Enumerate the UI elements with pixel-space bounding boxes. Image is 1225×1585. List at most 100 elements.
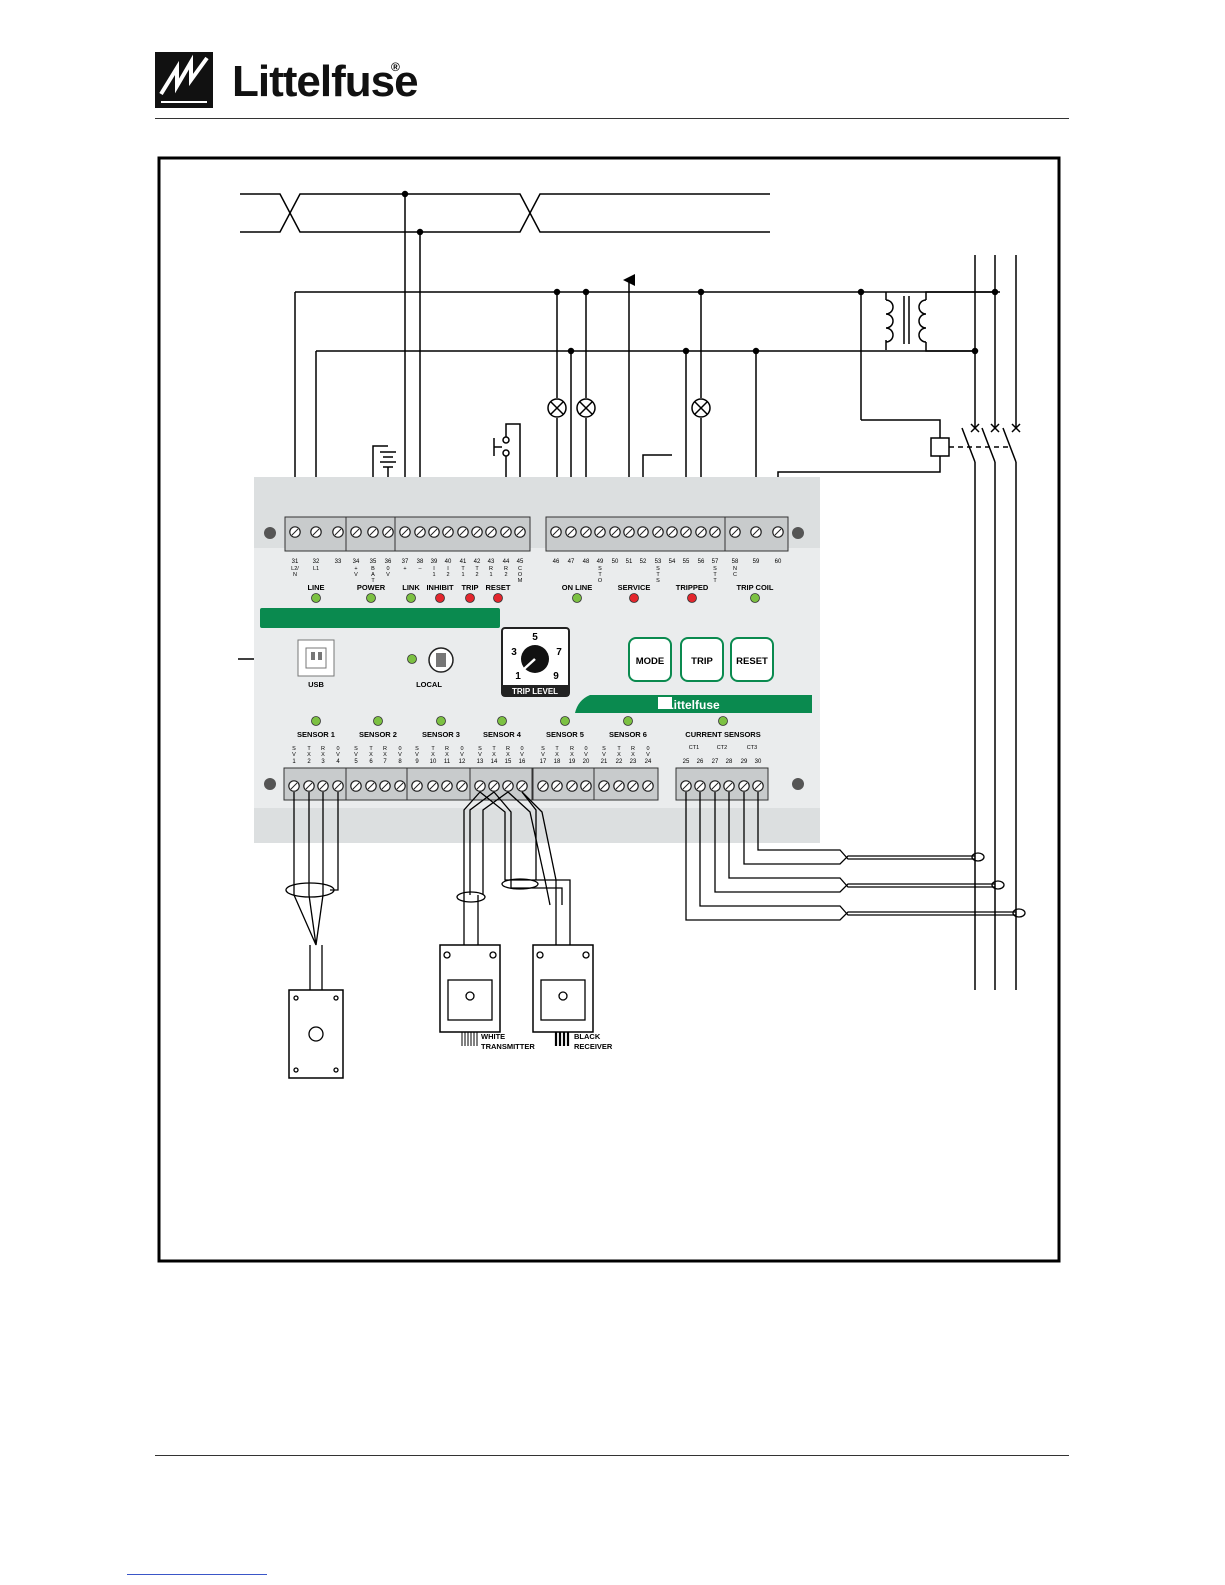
mounting-screws <box>264 527 804 790</box>
bottom-terminal-number: 22 <box>616 759 623 765</box>
panel-green-band-left <box>260 608 500 628</box>
bottom-terminal-number: 12 <box>459 759 466 765</box>
bottom-terminal-number: 21 <box>601 759 608 765</box>
led-local <box>407 654 417 664</box>
top-terminal-number: 31 <box>292 559 299 565</box>
sensor4-cables <box>439 791 594 1046</box>
top-terminal-sublabel: 0 <box>386 566 389 572</box>
sensor-pin-letter: T <box>369 746 373 752</box>
bottom-terminal-number: 6 <box>369 759 373 765</box>
bottom-terminal-number: 17 <box>540 759 547 765</box>
sensor-pin-letter: X <box>506 752 510 758</box>
svg-text:SENSOR 4: SENSOR 4 <box>483 730 522 739</box>
label-inhibit: INHIBIT <box>426 583 454 592</box>
sensor-pin-letter: R <box>383 746 387 752</box>
top-terminal-number: 44 <box>503 559 510 565</box>
sensor-pin-letter: S <box>292 746 296 752</box>
top-terminal-number: 59 <box>753 559 760 565</box>
top-terminal-sublabel: + <box>354 566 357 572</box>
sensor-pin-letter: 0 <box>584 746 587 752</box>
label-trip: TRIP <box>461 583 478 592</box>
led-service <box>629 593 639 603</box>
trip-button[interactable]: TRIP <box>680 637 724 682</box>
top-terminal-sublabel: I <box>433 566 435 572</box>
label-on-line: ON LINE <box>562 583 592 592</box>
top-terminal-number: 38 <box>417 559 424 565</box>
led-trip-coil <box>750 593 760 603</box>
led-link <box>406 593 416 603</box>
top-terminal-sublabel: 1 <box>489 572 492 578</box>
bottom-terminal-number: 28 <box>726 759 733 765</box>
sensor-pin-letter: T <box>492 746 496 752</box>
top-terminal-number: 34 <box>353 559 360 565</box>
sensor-pin-letter: V <box>584 752 588 758</box>
label-tripped: TRIPPED <box>676 583 709 592</box>
sensor-pin-letter: X <box>617 752 621 758</box>
sensor-pin-letter: 0 <box>398 746 401 752</box>
local-button[interactable] <box>428 647 454 673</box>
top-terminal-sublabel: C <box>518 566 522 572</box>
top-terminal-sublabel: C <box>733 572 737 578</box>
mode-button[interactable]: MODE <box>628 637 672 682</box>
bottom-terminal-number: 7 <box>383 759 387 765</box>
panel-brand: Littelfuse <box>666 698 720 712</box>
led-sensor-2 <box>373 716 383 726</box>
top-terminal-sublabel: L1 <box>313 566 319 572</box>
sensor-pin-letter: 0 <box>646 746 649 752</box>
sensor-pin-letter: X <box>631 752 635 758</box>
top-terminal-sublabel: 2 <box>504 572 507 578</box>
top-terminal-sublabel: S <box>656 566 660 572</box>
svg-text:TRIP: TRIP <box>691 656 713 667</box>
trip-level-dial[interactable]: TRIP LEVEL 1 3 5 7 9 <box>501 627 570 697</box>
bottom-terminal-number: 13 <box>477 759 484 765</box>
top-terminal-sublabel: A <box>371 572 375 578</box>
footer-link-underline[interactable] <box>127 1574 267 1575</box>
bottom-terminal-number: 8 <box>398 759 402 765</box>
footer-rule <box>155 1455 1069 1456</box>
led-sensor-4 <box>497 716 507 726</box>
bottom-terminal-strips <box>283 767 769 801</box>
bottom-terminal-number: 30 <box>755 759 762 765</box>
bottom-terminal-number: 29 <box>741 759 748 765</box>
registered-mark: ® <box>391 60 400 74</box>
svg-text:SENSOR 1: SENSOR 1 <box>297 730 335 739</box>
top-terminal-number: 41 <box>460 559 467 565</box>
bottom-terminal-number: 11 <box>444 759 451 765</box>
top-terminal-strips <box>284 516 789 552</box>
top-terminal-number: 46 <box>553 559 560 565</box>
sensor-pin-letter: R <box>506 746 510 752</box>
trip-level-label: TRIP LEVEL <box>512 687 558 696</box>
top-terminal-sublabel: T <box>461 566 465 572</box>
sensor-pin-letter: X <box>445 752 449 758</box>
top-terminal-sublabel: M <box>518 578 523 584</box>
sensor-pin-letter: V <box>541 752 545 758</box>
top-terminal-sublabel: S <box>656 578 660 584</box>
sensor-pin-letter: V <box>602 752 606 758</box>
top-terminal-sublabel: R <box>504 566 508 572</box>
led-sensor-3 <box>436 716 446 726</box>
top-terminal-number: 48 <box>583 559 590 565</box>
top-terminal-sublabel: T <box>656 572 660 578</box>
top-terminal-sublabel: T <box>713 572 717 578</box>
sensor-pin-letter: X <box>570 752 574 758</box>
transmitter-label-2: TRANSMITTER <box>481 1042 535 1051</box>
dial-7: 7 <box>556 647 562 658</box>
receiver-label-2: RECEIVER <box>574 1042 613 1051</box>
svg-text:SENSOR 5: SENSOR 5 <box>546 730 584 739</box>
top-terminal-sublabel: S <box>713 566 717 572</box>
bottom-terminal-number: 16 <box>519 759 526 765</box>
label-trip-coil: TRIP COIL <box>737 583 774 592</box>
top-terminal-number: 53 <box>655 559 662 565</box>
sensor-pin-letter: V <box>398 752 402 758</box>
sensor-pin-letter: X <box>321 752 325 758</box>
top-terminal-number: 51 <box>626 559 633 565</box>
sensor-pin-letter: S <box>602 746 606 752</box>
top-terminal-number: 55 <box>683 559 690 565</box>
top-terminal-sublabel: S <box>598 566 602 572</box>
top-terminal-number: 58 <box>732 559 739 565</box>
bottom-terminal-numbers: 1SV2TX3RX40V5SV6TX7RX80V9SV10TX11RX120V1… <box>292 746 762 765</box>
sensor-pin-letter: X <box>383 752 387 758</box>
sensor-pin-letter: R <box>631 746 635 752</box>
reset-button[interactable]: RESET <box>730 637 774 682</box>
